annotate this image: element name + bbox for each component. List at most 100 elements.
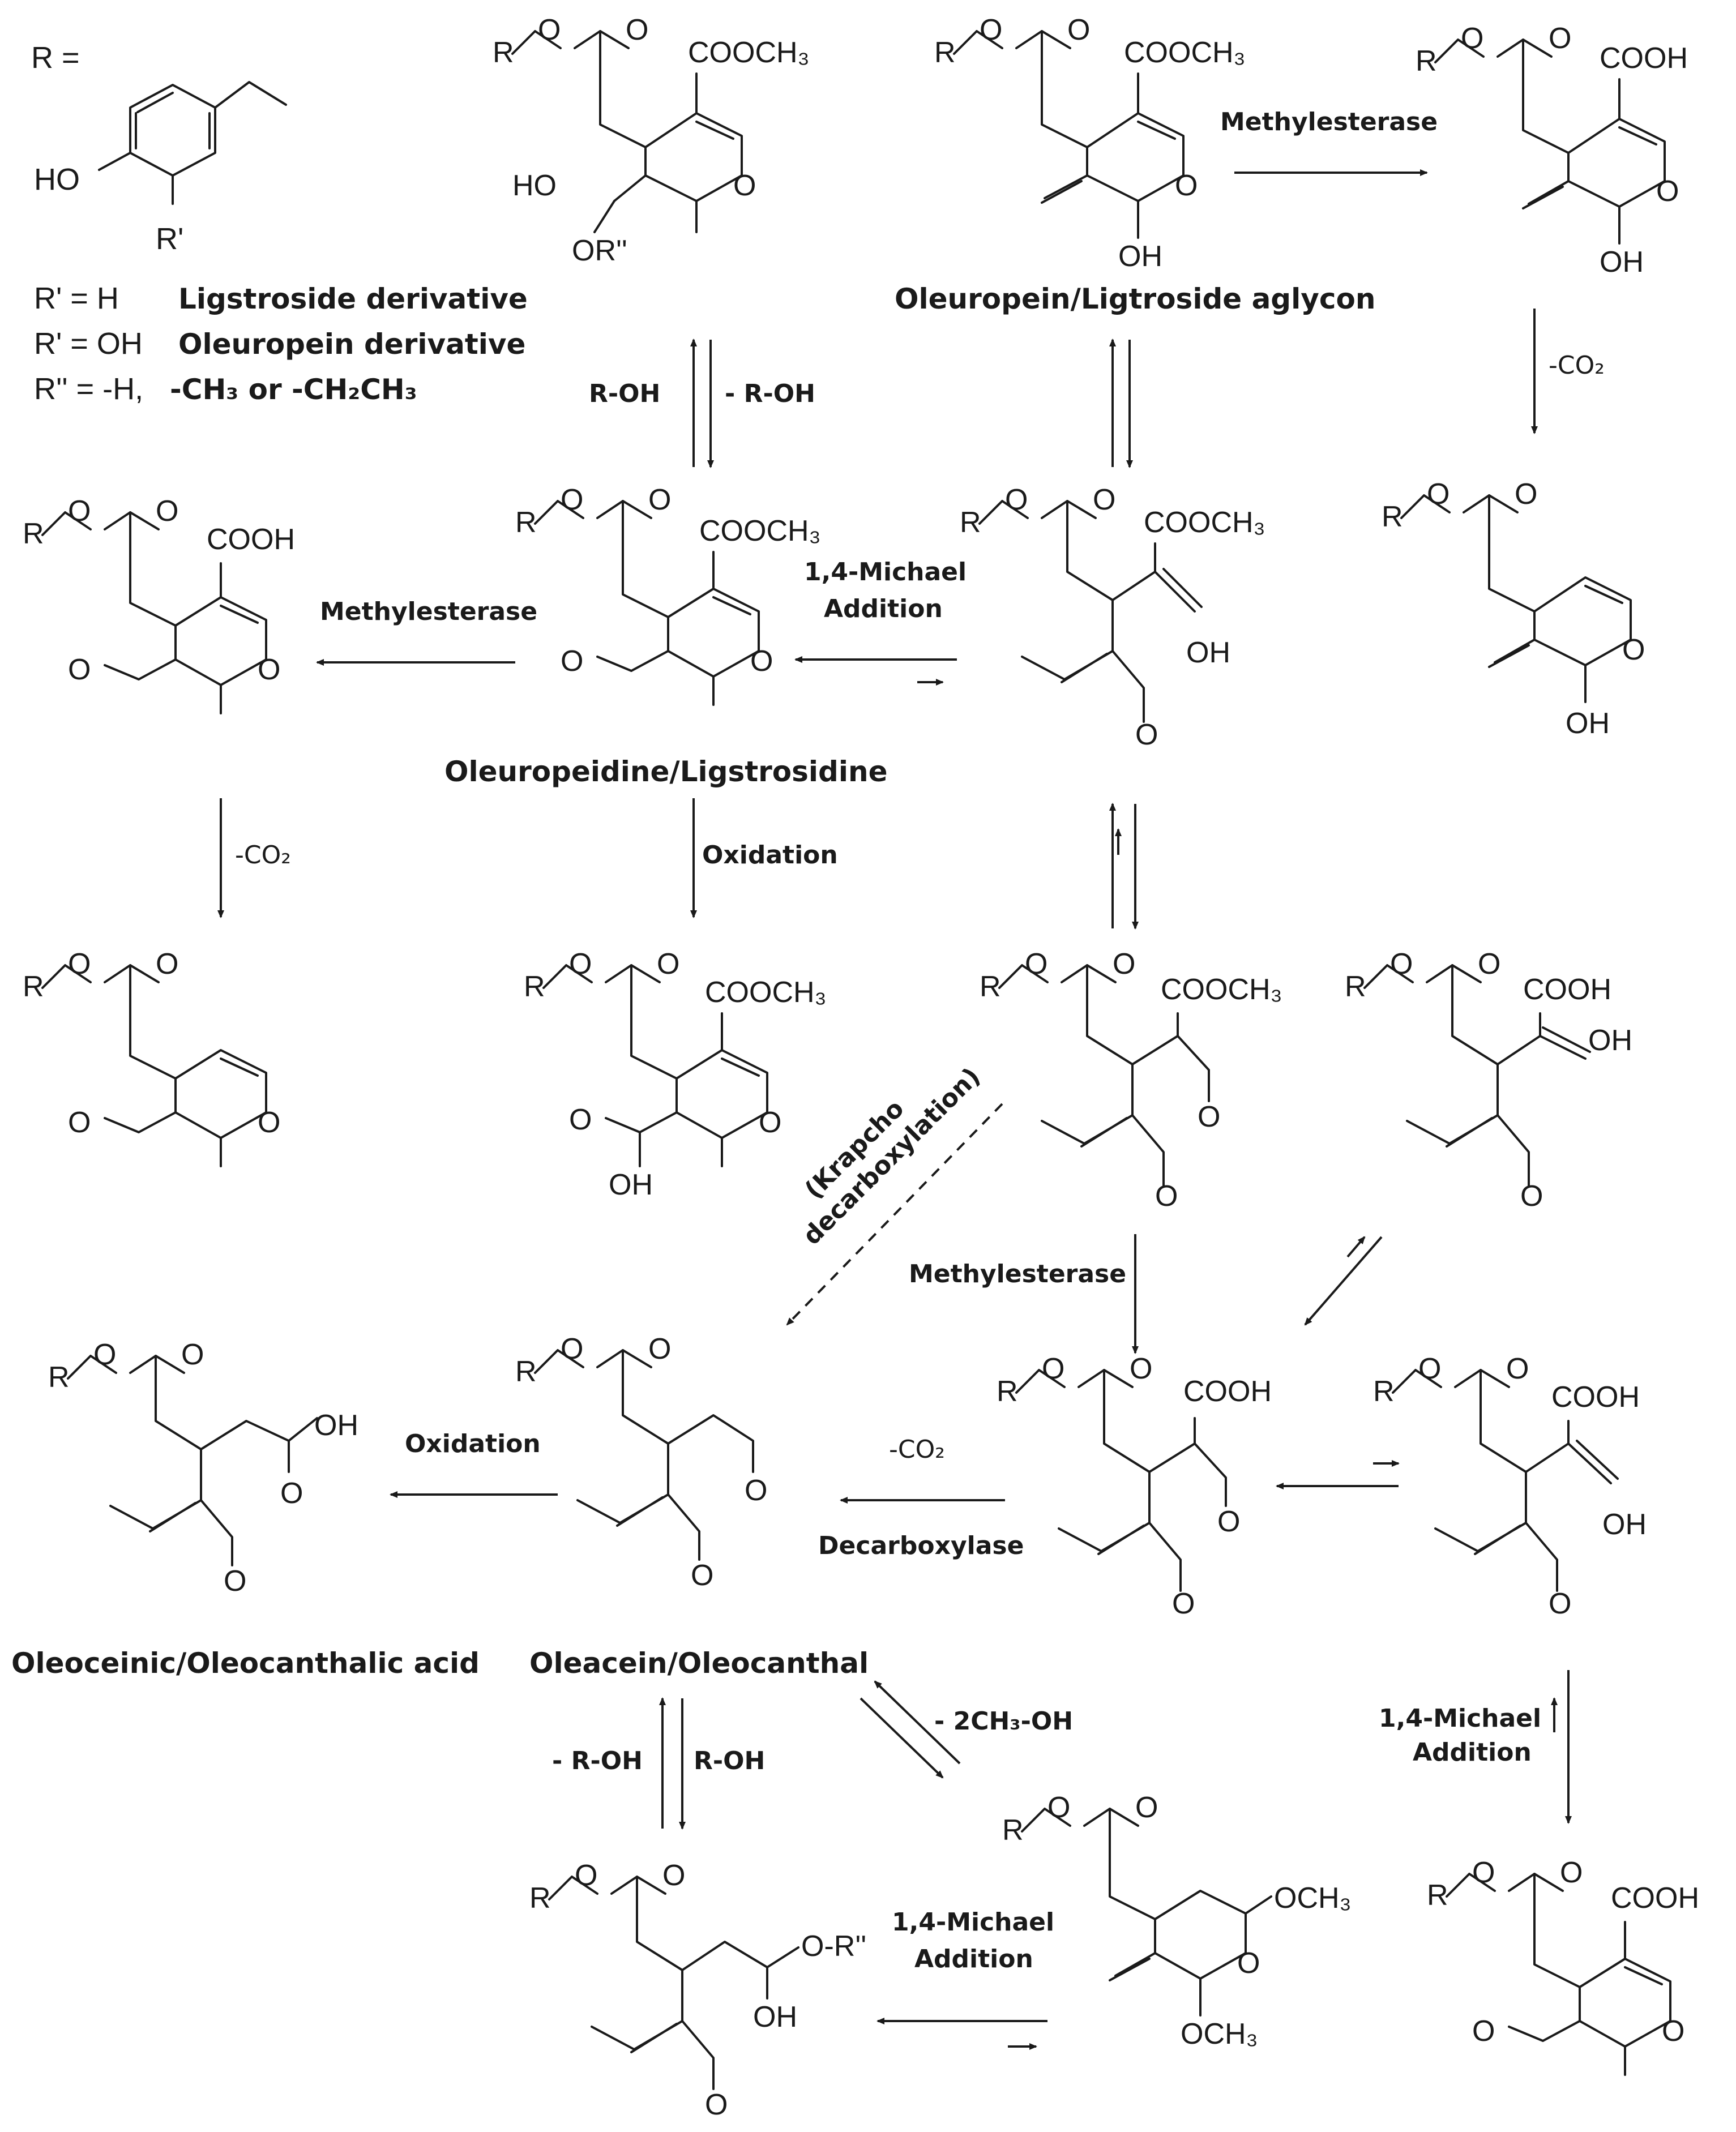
svg-text:COOCH₃: COOCH₃ <box>1124 36 1246 69</box>
cond-michael-3b: Addition <box>1413 1738 1532 1767</box>
svg-text:O: O <box>1656 175 1679 208</box>
svg-text:O: O <box>980 14 1002 46</box>
svg-text:COOH: COOH <box>1551 1381 1640 1414</box>
svg-text:O: O <box>1198 1101 1220 1133</box>
cond-oxidation-2: Oxidation <box>405 1429 541 1458</box>
svg-text:O-R'': O-R'' <box>801 1930 866 1963</box>
svg-text:COOCH₃: COOCH₃ <box>1161 973 1282 1006</box>
svg-text:R: R <box>1002 1814 1024 1847</box>
svg-text:O: O <box>733 169 756 202</box>
svg-text:O: O <box>657 948 679 981</box>
legend-phenol-ring <box>129 84 216 177</box>
svg-text:R: R <box>524 970 545 1003</box>
svg-text:O: O <box>561 483 583 516</box>
svg-text:O: O <box>1662 2015 1684 2048</box>
svg-text:O: O <box>1175 169 1198 202</box>
svg-text:O: O <box>626 14 648 46</box>
svg-text:O: O <box>1472 1856 1495 1889</box>
cond-krapcho-2: decarboxylation) <box>797 1062 986 1251</box>
svg-text:O: O <box>1418 1352 1441 1385</box>
svg-text:HO: HO <box>512 169 557 202</box>
svg-text:O: O <box>68 1106 91 1139</box>
cond-michael-2a: 1,4-Michael <box>892 1908 1054 1937</box>
svg-text:O: O <box>1390 948 1413 981</box>
svg-text:O: O <box>68 948 91 981</box>
legend-ligstroside-def: R' = H <box>34 281 119 315</box>
svg-text:O: O <box>1560 1856 1583 1889</box>
svg-text:COOCH₃: COOCH₃ <box>699 515 821 547</box>
svg-text:R: R <box>934 36 956 69</box>
compound-ring-aldehyde-acid: R O O COOH O O <box>1427 1856 1699 2076</box>
svg-text:OR'': OR'' <box>572 234 627 267</box>
label-oleacein: Oleacein/Oleocanthal <box>529 1647 869 1680</box>
svg-text:R: R <box>48 1361 70 1394</box>
compound-dimethyl-acetal: R O O OCH₃ O OCH₃ <box>1002 1791 1352 2050</box>
svg-text:O: O <box>1025 948 1047 981</box>
cond-minus-co2-3: -CO₂ <box>889 1435 945 1464</box>
svg-text:O: O <box>1155 1180 1178 1213</box>
compound-enol-acid-1: R O O COOH OH O <box>1345 948 1632 1213</box>
svg-text:O: O <box>705 2088 728 2121</box>
svg-text:O: O <box>1478 948 1500 981</box>
svg-text:O: O <box>258 1106 280 1139</box>
svg-text:COOCH₃: COOCH₃ <box>688 36 810 69</box>
svg-text:O: O <box>538 14 561 46</box>
legend-r-equals: R = <box>31 41 80 75</box>
svg-text:COOCH₃: COOCH₃ <box>1144 506 1265 539</box>
arrow-diag-small <box>1346 1236 1366 1258</box>
svg-text:R: R <box>1427 1879 1448 1912</box>
cond-r-oh-2: R-OH <box>694 1746 765 1775</box>
svg-text:O: O <box>1472 2015 1495 2048</box>
svg-text:R: R <box>515 506 537 539</box>
svg-text:R: R <box>1416 45 1437 78</box>
svg-text:R: R <box>1373 1375 1395 1408</box>
svg-text:COOCH₃: COOCH₃ <box>705 976 827 1009</box>
svg-text:COOH: COOH <box>1183 1375 1272 1408</box>
arrow-diag-up-left <box>874 1680 961 1765</box>
svg-text:O: O <box>648 483 671 516</box>
svg-text:O: O <box>1135 718 1158 751</box>
svg-text:O: O <box>68 653 91 686</box>
legend-rpp-def: R'' = -H, <box>34 372 143 406</box>
svg-text:O: O <box>1135 1791 1158 1824</box>
svg-text:R: R <box>529 1882 551 1915</box>
svg-text:O: O <box>569 948 592 981</box>
svg-text:O: O <box>745 1474 767 1507</box>
svg-text:COOH: COOH <box>1523 973 1611 1006</box>
svg-text:OH: OH <box>609 1168 653 1201</box>
svg-text:O: O <box>1067 14 1090 46</box>
svg-text:O: O <box>1520 1180 1543 1213</box>
compound-enol-acid-2: R O O COOH OH O <box>1373 1352 1647 1620</box>
svg-text:O: O <box>1130 1352 1152 1385</box>
svg-text:O: O <box>280 1477 303 1510</box>
svg-text:OH: OH <box>1588 1024 1632 1057</box>
svg-text:O: O <box>1005 483 1028 516</box>
compound-oleoceinic-acid: R O O OH O O <box>48 1338 358 1598</box>
cond-decarboxylase: Decarboxylase <box>818 1531 1024 1560</box>
cond-michael-2b: Addition <box>914 1945 1033 1973</box>
svg-text:O: O <box>1093 483 1115 516</box>
cond-michael-1a: 1,4-Michael <box>804 558 967 586</box>
legend-ho-label: HO <box>34 162 80 196</box>
compound-oleuropeidine: R O O COOCH₃ O O <box>515 483 821 706</box>
svg-text:R: R <box>23 970 44 1003</box>
svg-text:O: O <box>224 1565 246 1598</box>
svg-text:O: O <box>1506 1352 1529 1385</box>
compound-oleacein: R O O O O <box>515 1333 767 1592</box>
svg-text:COOH: COOH <box>207 523 295 556</box>
svg-text:O: O <box>569 1103 592 1136</box>
svg-text:O: O <box>750 645 773 678</box>
svg-text:R: R <box>515 1355 537 1388</box>
svg-text:O: O <box>1042 1352 1064 1385</box>
svg-text:O: O <box>561 645 583 678</box>
legend-ligstroside-name: Ligstroside derivative <box>178 282 528 315</box>
svg-text:O: O <box>156 495 178 528</box>
legend-oleuropein-name: Oleuropein derivative <box>178 328 525 361</box>
svg-text:OH: OH <box>1186 636 1230 669</box>
svg-text:O: O <box>181 1338 204 1371</box>
legend-rprime-label: R' <box>156 222 183 256</box>
svg-text:O: O <box>1461 22 1483 55</box>
svg-text:OCH₃: OCH₃ <box>1274 1882 1352 1915</box>
svg-text:O: O <box>68 495 91 528</box>
